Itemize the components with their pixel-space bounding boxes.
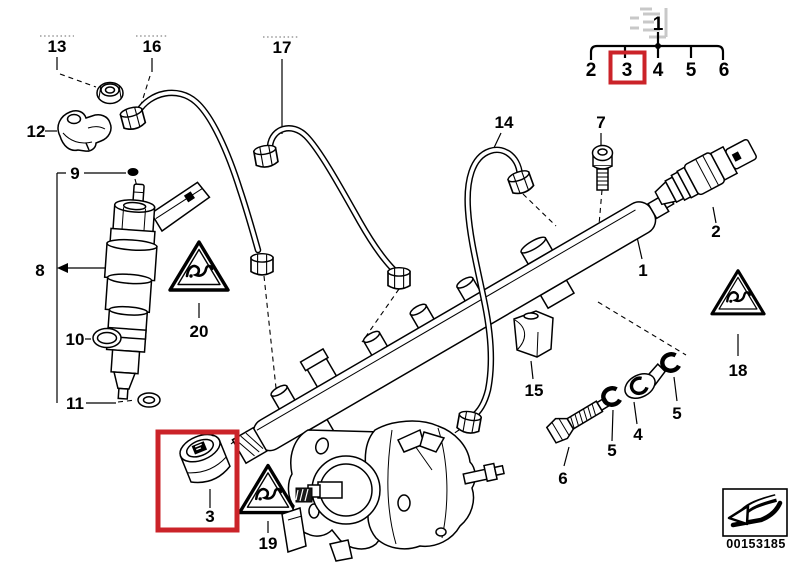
part-label-8[interactable]: 8: [35, 261, 44, 280]
part-label-12[interactable]: 12: [27, 122, 46, 141]
fuel-rail-drawing: [231, 195, 675, 465]
part-label-9[interactable]: 9: [70, 164, 79, 183]
high-pressure-pump-drawing: [281, 420, 505, 562]
part-label-20[interactable]: 20: [190, 322, 209, 341]
highlight-box-tree-item-3: [608, 50, 647, 85]
part-label-4[interactable]: 4: [633, 425, 643, 444]
part-label-3[interactable]: 3: [205, 507, 214, 526]
rail-pressure-sensor-3-drawing: [179, 432, 231, 484]
injection-pipe-17-drawing: [252, 125, 411, 290]
washer-5a-drawing: [601, 387, 620, 407]
part-label-11[interactable]: 11: [66, 394, 84, 413]
clamp-12-drawing: [57, 110, 112, 152]
clamp-4-drawing: [624, 362, 667, 400]
part-label-6[interactable]: 6: [558, 469, 567, 488]
tree-junction-dot: [655, 43, 661, 49]
tree-child-2[interactable]: 2: [586, 60, 597, 81]
warning-triangle-20-icon: [168, 240, 230, 292]
stamp-box: [722, 488, 788, 537]
part-label-10[interactable]: 10: [66, 330, 85, 349]
part-label-16[interactable]: 16: [143, 37, 162, 56]
part-label-19[interactable]: 19: [259, 534, 278, 553]
spacer-15-drawing: [513, 310, 554, 358]
part-label-2[interactable]: 2: [711, 222, 720, 241]
part-label-17[interactable]: 17: [273, 38, 292, 57]
nut-13-drawing: [96, 81, 124, 105]
page-turn-arrow-icon: [727, 494, 783, 528]
injection-pipe-16-drawing: [118, 89, 274, 276]
part-label-5a[interactable]: 5: [607, 441, 616, 460]
pressure-regulator-2-drawing: [654, 138, 757, 206]
image-number-stamp: 00153185: [722, 488, 788, 551]
tree-child-3[interactable]: 3: [622, 60, 633, 81]
tree-child-5[interactable]: 5: [686, 60, 697, 81]
part-label-15[interactable]: 15: [525, 381, 544, 400]
injector-8-drawing: [103, 168, 211, 400]
part-label-18[interactable]: 18: [729, 361, 748, 380]
seal-ring-11-drawing: [137, 392, 161, 408]
tree-root-label[interactable]: 1: [653, 14, 664, 35]
tree-child-6[interactable]: 6: [719, 60, 730, 81]
highlight-box-sensor-3: [155, 429, 240, 533]
warning-triangle-18-icon: [710, 269, 766, 316]
part-label-7[interactable]: 7: [596, 113, 605, 132]
oring-10-drawing: [92, 327, 122, 349]
bolt-6-drawing: [545, 396, 611, 444]
part-callouts: 13 16 17 12 9 8 10 11 20 14 7 2 1 15 18 …: [27, 37, 748, 553]
tree-child-4[interactable]: 4: [653, 60, 664, 81]
part-label-13[interactable]: 13: [48, 37, 67, 56]
bolt-7-drawing: [591, 144, 614, 191]
part-label-1[interactable]: 1: [638, 261, 647, 280]
oring-9-drawing: [127, 168, 139, 176]
part-label-14[interactable]: 14: [495, 113, 514, 132]
part-label-5b[interactable]: 5: [672, 404, 681, 423]
feed-pipe-14-drawing: [455, 146, 536, 436]
callout-overlines: [40, 35, 299, 38]
index-tree: 1 2 3 4 5 6: [586, 7, 730, 85]
image-number: 00153185: [726, 537, 786, 551]
